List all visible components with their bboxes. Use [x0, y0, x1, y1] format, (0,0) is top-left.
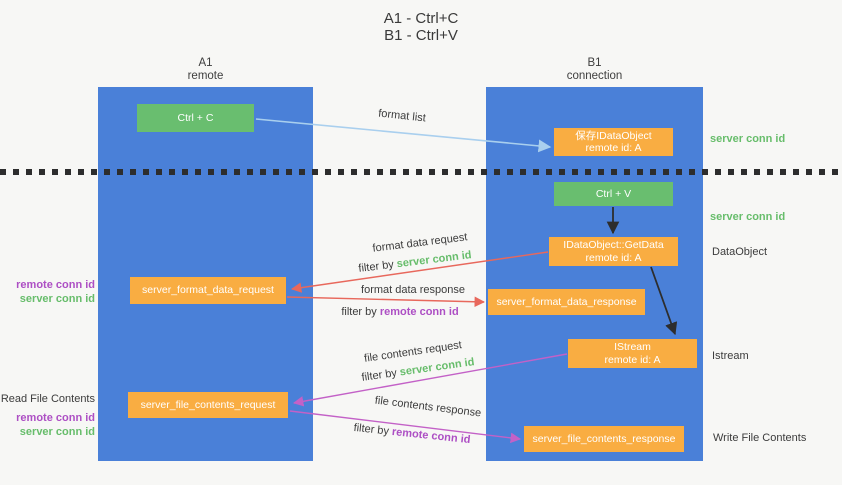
- node-fmt-request-label: server_format_data_request: [142, 284, 274, 297]
- node-ctrl-c-label: Ctrl + C: [177, 111, 214, 124]
- node-save-idataobject: 保存IDataObject remote id: A: [554, 128, 673, 156]
- node-ctrl-v: Ctrl + V: [554, 182, 673, 206]
- server-conn-id-inline-2: server conn id: [399, 356, 476, 379]
- server-conn-id-inline-1: server conn id: [396, 249, 473, 271]
- diagram-title: A1 - Ctrl+C B1 - Ctrl+V: [0, 10, 842, 44]
- node-ctrl-v-label: Ctrl + V: [595, 187, 632, 200]
- right-server-conn-id-2: server conn id: [710, 211, 786, 223]
- column-header-b1: B1 connection: [486, 57, 703, 83]
- node-istream-line1: IStream: [614, 341, 651, 353]
- left-remote-conn-id-1: remote conn id: [16, 279, 95, 291]
- left-server-conn-id-1: server conn id: [19, 293, 95, 305]
- node-server-file-contents-response: server_file_contents_response: [524, 426, 684, 452]
- node-getdata-line1: IDataObject::GetData: [563, 239, 664, 251]
- node-getdata-line2: remote id: A: [585, 251, 642, 264]
- column-b1-subtitle: connection: [566, 70, 623, 82]
- column-header-a1: A1 remote: [98, 57, 313, 83]
- node-ctrl-c: Ctrl + C: [137, 104, 254, 132]
- right-label-dataobject: DataObject: [712, 246, 768, 258]
- node-fmt-response-label: server_format_data_response: [496, 295, 637, 308]
- dotted-separator-line: [0, 169, 842, 175]
- remote-conn-id-inline-2: remote conn id: [391, 425, 471, 447]
- right-label-istream: Istream: [712, 350, 749, 362]
- left-server-conn-id-2: server conn id: [19, 426, 95, 438]
- edge-label-format-list: format list: [377, 107, 427, 125]
- node-server-format-data-response: server_format_data_response: [488, 289, 645, 315]
- edge-label-format-data-response: format data response: [361, 284, 465, 296]
- right-label-write-file-contents: Write File Contents: [713, 432, 807, 444]
- node-istream-line2: remote id: A: [604, 353, 661, 366]
- title-line-1: A1 - Ctrl+C: [383, 10, 459, 27]
- node-server-format-data-request: server_format_data_request: [130, 277, 286, 304]
- column-a1-name: A1: [198, 57, 213, 69]
- node-file-request-label: server_file_contents_request: [140, 398, 276, 411]
- right-server-conn-id-1: server conn id: [710, 133, 786, 145]
- node-save-idataobject-line1: 保存IDataObject: [575, 129, 652, 142]
- arrow-format-data-response: [286, 296, 486, 308]
- edge-label-file-contents-response: file contents response: [374, 394, 482, 420]
- node-file-response-label: server_file_contents_response: [532, 432, 676, 445]
- column-a1-subtitle: remote: [187, 70, 224, 82]
- title-line-2: B1 - Ctrl+V: [384, 27, 458, 44]
- edge-label-filter-remote-2: filter by remote conn id: [353, 421, 471, 447]
- node-istream: IStream remote id: A: [568, 339, 697, 368]
- node-server-file-contents-request: server_file_contents_request: [128, 392, 288, 418]
- remote-conn-id-inline-1: remote conn id: [379, 306, 459, 318]
- left-remote-conn-id-2: remote conn id: [16, 412, 95, 424]
- edge-label-filter-remote-1: filter by remote conn id: [341, 306, 459, 318]
- column-b1-name: B1: [587, 57, 602, 69]
- left-label-read-file-contents: Read File Contents: [0, 393, 95, 405]
- node-idataobject-getdata: IDataObject::GetData remote id: A: [549, 237, 678, 266]
- node-save-idataobject-line2: remote id: A: [585, 142, 642, 154]
